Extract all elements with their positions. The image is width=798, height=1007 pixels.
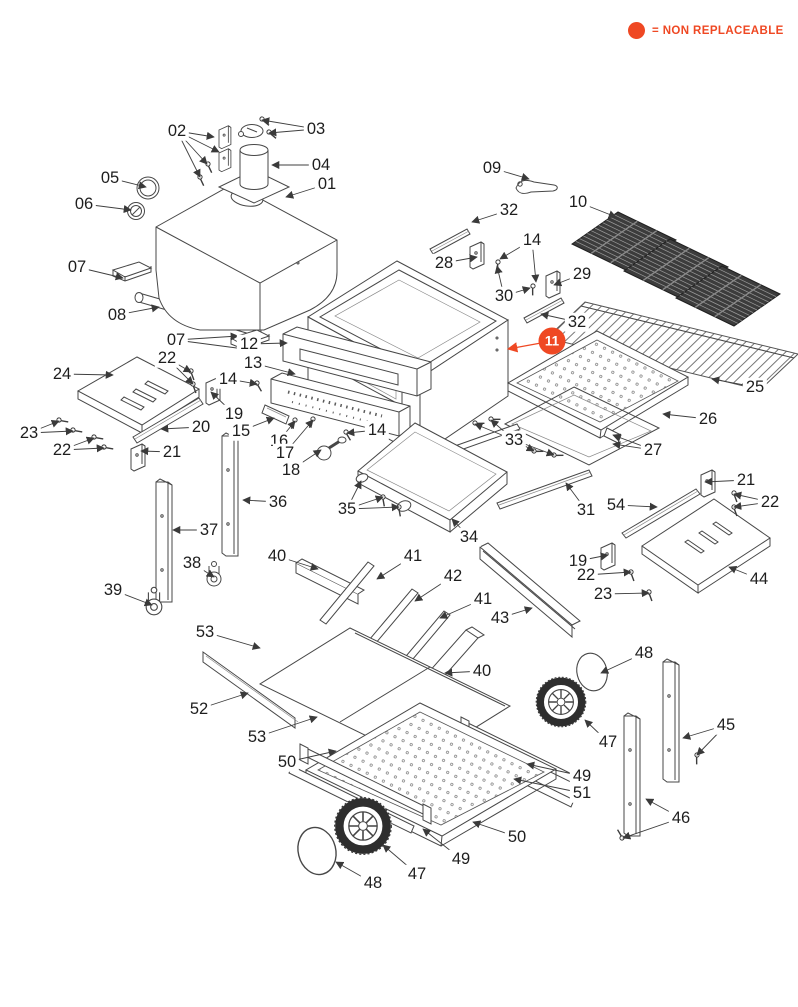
part-label-21: 21 [733, 470, 759, 490]
part-label-17: 17 [272, 443, 298, 463]
part-label-23: 23 [590, 584, 616, 604]
part-label-22: 22 [49, 440, 75, 460]
part-label-52: 52 [186, 699, 212, 719]
part-label-19: 19 [221, 404, 247, 424]
part-label-45: 45 [713, 715, 739, 735]
part-label-05: 05 [97, 168, 123, 188]
part-label-22: 22 [154, 348, 180, 368]
part-label-29: 29 [569, 264, 595, 284]
part-label-36: 36 [265, 492, 291, 512]
chimney-part-04 [217, 144, 291, 204]
cross-rail-part-31 [496, 469, 593, 510]
bezel-part-15 [261, 404, 290, 425]
warming-rack-part-25 [545, 301, 798, 391]
part-label-25: 25 [742, 377, 768, 397]
part-label-48: 48 [631, 643, 657, 663]
part-label-31: 31 [573, 500, 599, 520]
part-label-34: 34 [456, 527, 482, 547]
part-label-08: 08 [104, 305, 130, 325]
part-label-43: 43 [487, 608, 513, 628]
part-label-50: 50 [274, 752, 300, 772]
part-label-11-highlighted: 11 [538, 327, 566, 355]
part-label-40: 40 [469, 661, 495, 681]
part-label-07: 07 [163, 330, 189, 350]
part-label-10: 10 [565, 192, 591, 212]
part-label-28: 28 [431, 253, 457, 273]
part-label-44: 44 [746, 569, 772, 589]
control-panel-part-13 [270, 372, 411, 437]
part-label-03: 03 [303, 119, 329, 139]
part-label-27: 27 [640, 440, 666, 460]
back-panel-part-43 [479, 542, 581, 639]
part-label-20: 20 [188, 417, 214, 437]
part-label-26: 26 [695, 409, 721, 429]
part-label-01: 01 [314, 174, 340, 194]
part-label-47: 47 [404, 864, 430, 884]
part-label-41: 41 [470, 589, 496, 609]
part-label-30: 30 [491, 286, 517, 306]
charcoal-tray-part-51 [304, 702, 558, 847]
part-label-39: 39 [100, 580, 126, 600]
part-label-49: 49 [569, 766, 595, 786]
part-label-06: 06 [71, 194, 97, 214]
part-label-22: 22 [757, 492, 783, 512]
part-label-07: 07 [64, 257, 90, 277]
part-label-23: 23 [16, 423, 42, 443]
legend: = NON REPLACEABLE [628, 22, 784, 39]
damper-part-03 [238, 124, 264, 138]
part-label-53: 53 [192, 622, 218, 642]
part-label-02: 02 [164, 121, 190, 141]
part-label-13: 13 [240, 353, 266, 373]
part-label-42: 42 [440, 566, 466, 586]
part-label-04: 04 [308, 155, 334, 175]
part-label-49: 49 [448, 849, 474, 869]
support-rail-part-32 [429, 228, 565, 324]
part-label-50: 50 [504, 827, 530, 847]
part-label-38: 38 [179, 553, 205, 573]
charcoal-pan-part-26 [506, 330, 690, 439]
part-label-14: 14 [519, 230, 545, 250]
part-label-53: 53 [244, 727, 270, 747]
part-label-12: 12 [236, 334, 262, 354]
part-label-24: 24 [49, 364, 75, 384]
part-label-54: 54 [603, 495, 629, 515]
part-label-18: 18 [278, 460, 304, 480]
part-label-32: 32 [564, 312, 590, 332]
part-label-22: 22 [573, 565, 599, 585]
front-rail-part-52 [202, 651, 299, 729]
part-label-41: 41 [400, 546, 426, 566]
shelf-rail-part-20 [132, 397, 204, 444]
front-panel-part-12 [282, 326, 432, 397]
non-replaceable-dot-icon [628, 22, 645, 39]
legend-text: = NON REPLACEABLE [652, 24, 784, 37]
cross-rail-part-54 [621, 488, 701, 539]
part-label-46: 46 [668, 808, 694, 828]
part-label-35: 35 [334, 499, 360, 519]
part-label-40: 40 [264, 546, 290, 566]
part-label-51: 51 [569, 783, 595, 803]
part-label-15: 15 [228, 421, 254, 441]
part-label-09: 09 [479, 158, 505, 178]
side-shelf-part-44 [641, 498, 771, 594]
part-label-33: 33 [501, 430, 527, 450]
part-label-21: 21 [159, 442, 185, 462]
part-label-48: 48 [360, 873, 386, 893]
part-label-32: 32 [496, 200, 522, 220]
part-label-14: 14 [364, 420, 390, 440]
part-label-14: 14 [215, 369, 241, 389]
part-label-37: 37 [196, 520, 222, 540]
part-label-47: 47 [595, 732, 621, 752]
part-label-19: 19 [565, 551, 591, 571]
